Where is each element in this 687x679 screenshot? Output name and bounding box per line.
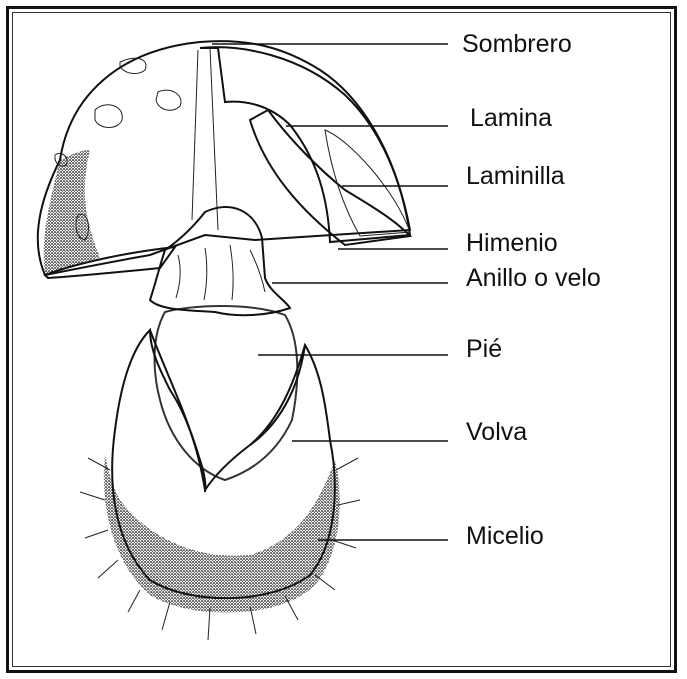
label-volva: Volva bbox=[466, 418, 527, 446]
cap-drawing bbox=[38, 41, 410, 278]
labels: Sombrero Lamina Laminilla Himenio Anillo… bbox=[462, 30, 601, 550]
mycelium-drawing bbox=[80, 455, 360, 640]
stem-ring-drawing bbox=[150, 207, 290, 315]
label-anillo: Anillo o velo bbox=[466, 264, 601, 292]
label-himenio: Himenio bbox=[466, 229, 558, 257]
label-laminilla: Laminilla bbox=[466, 162, 565, 190]
label-sombrero: Sombrero bbox=[462, 30, 572, 58]
label-lamina: Lamina bbox=[470, 104, 552, 132]
label-micelio: Micelio bbox=[466, 522, 544, 550]
label-pie: Pié bbox=[466, 335, 502, 363]
leader-lines bbox=[212, 44, 448, 540]
